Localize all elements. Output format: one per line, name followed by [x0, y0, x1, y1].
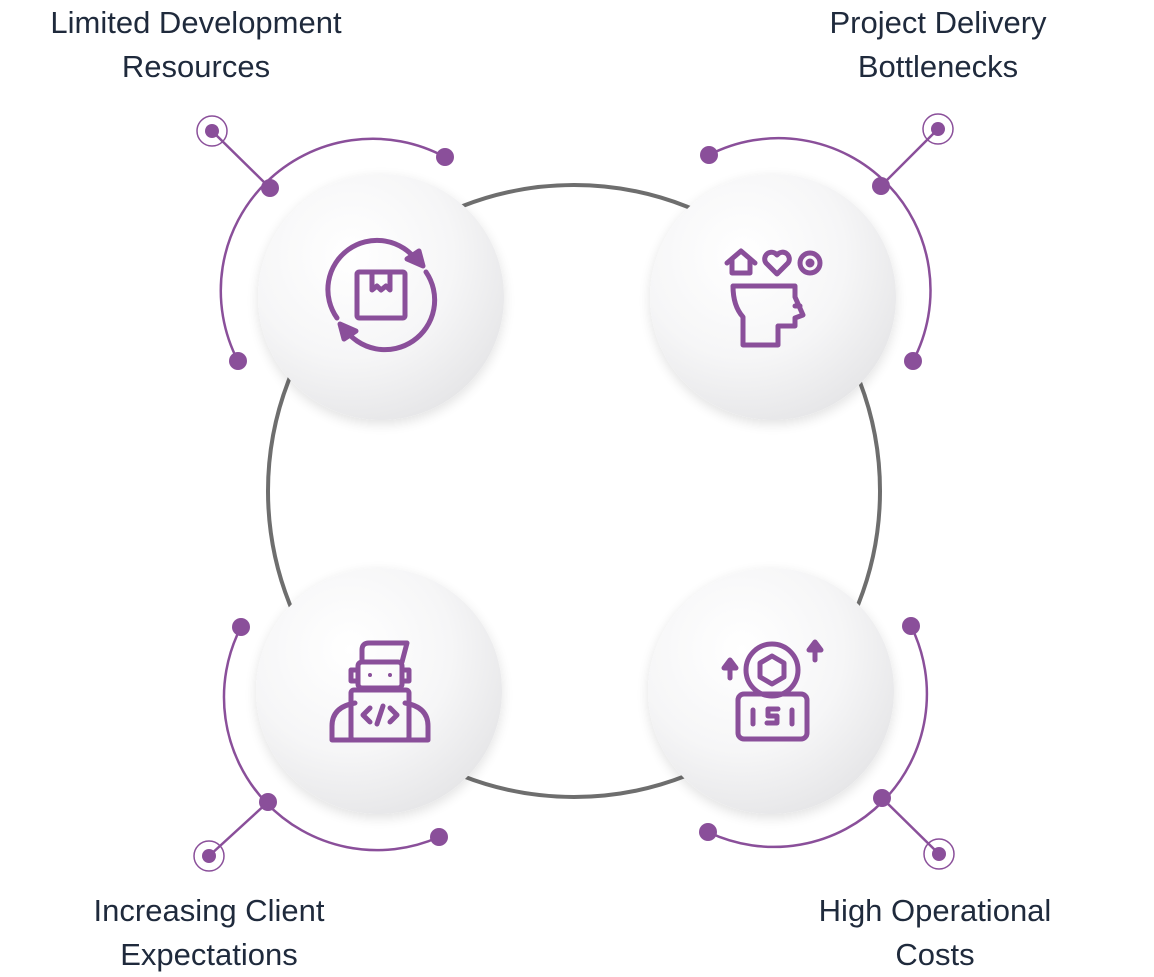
icon-disc: [650, 174, 896, 420]
connector-dot-ring: [193, 840, 225, 872]
head-ideas-icon: [724, 248, 823, 348]
connector-dot: [932, 847, 946, 861]
connector-dot: [873, 789, 891, 807]
label-increasing-client-expectations: Increasing Client Expectations: [29, 889, 389, 977]
connector-dot: [902, 617, 920, 635]
connector-dot: [205, 124, 219, 138]
connector-dot-ring: [923, 838, 955, 870]
connector-line: [208, 801, 269, 857]
node-increasing-client-expectations: [193, 568, 502, 872]
node-project-delivery-bottlenecks: [650, 113, 954, 420]
box-cycle-icon: [325, 237, 438, 353]
cost-growth-icon: [721, 639, 824, 742]
central-ring: [266, 183, 882, 799]
label-line: Limited Development: [50, 5, 342, 40]
label-line: Increasing Client: [93, 893, 325, 928]
label-line: Resources: [121, 49, 271, 84]
connector-dot: [202, 849, 216, 863]
connector-dot: [699, 823, 717, 841]
connector-dot: [259, 793, 277, 811]
connector-dot: [229, 352, 247, 370]
connector-dot: [872, 177, 890, 195]
label-line: Expectations: [120, 937, 298, 972]
node-high-operational-costs: [648, 568, 955, 870]
connector-dot: [232, 618, 250, 636]
connector-dot: [430, 828, 448, 846]
label-line: Project Delivery: [829, 5, 1047, 40]
connector-dot: [931, 122, 945, 136]
connector-dot: [436, 148, 454, 166]
label-high-operational-costs: High Operational Costs: [755, 889, 1115, 977]
connector-dot: [700, 146, 718, 164]
label-line: Bottlenecks: [857, 49, 1019, 84]
label-limited-development-resources: Limited Development Resources: [16, 1, 376, 89]
label-line: Costs: [895, 937, 975, 972]
connector-dot-ring: [922, 113, 954, 145]
connector-dot: [904, 352, 922, 370]
label-project-delivery-bottlenecks: Project Delivery Bottlenecks: [758, 1, 1118, 89]
icon-disc: [258, 174, 504, 420]
node-limited-development-resources: [196, 115, 504, 420]
developer-coding-icon: [329, 640, 431, 743]
label-line: High Operational: [818, 893, 1052, 928]
icon-disc: [648, 568, 894, 814]
connector-line: [211, 130, 271, 189]
connector-dot: [261, 179, 279, 197]
connector-line: [881, 797, 940, 855]
connector-dot-ring: [196, 115, 228, 147]
connector-line: [880, 128, 939, 187]
